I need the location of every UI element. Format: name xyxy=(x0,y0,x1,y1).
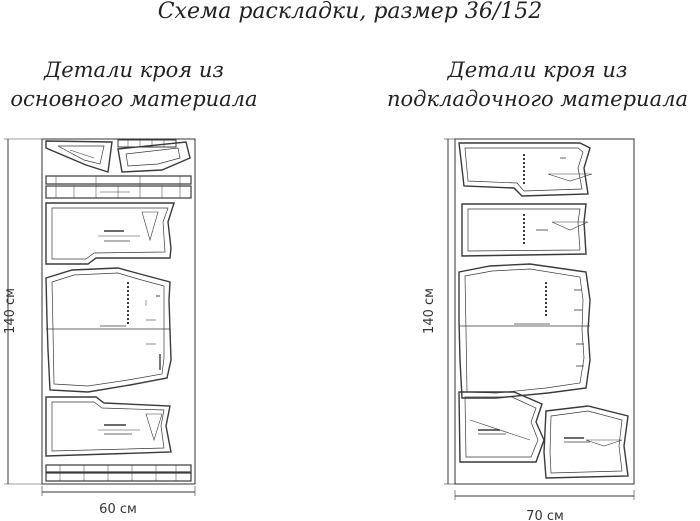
lining-outline xyxy=(454,138,635,485)
height-label: 140 см xyxy=(3,288,18,334)
diagram-title: Схема раскладки, размер 36/152 xyxy=(157,0,543,24)
pattern-piece-skirt-side xyxy=(45,396,172,457)
main-fabric-heading-line1: Детали кроя из xyxy=(44,58,224,82)
width-dimension: 70 см xyxy=(454,490,635,521)
lining-piece-back-upper xyxy=(458,142,593,197)
pattern-piece-waistband-top xyxy=(45,175,192,199)
pattern-piece-collar xyxy=(45,140,113,173)
width-label: 60 см xyxy=(99,502,137,517)
lining-height-label: 140 см xyxy=(422,288,437,334)
width-dimension: 60 см xyxy=(41,486,196,517)
pattern-piece-flap xyxy=(117,141,191,173)
main-fabric-panel: 140 см 60 см xyxy=(3,138,196,517)
pattern-piece-skirt-back xyxy=(45,202,175,265)
lining-piece-front xyxy=(458,263,591,399)
lining-piece-back-lower xyxy=(461,203,589,257)
lining-heading-line2: подкладочного материала xyxy=(387,87,688,111)
height-dimension: 140 см xyxy=(3,138,42,485)
pattern-piece-waistband-bottom xyxy=(45,464,192,482)
lining-width-label: 70 см xyxy=(526,509,564,521)
height-dimension: 140 см xyxy=(422,138,455,485)
main-fabric-heading: Детали кроя из основного материала xyxy=(0,56,268,114)
lining-piece-lower-left xyxy=(458,391,545,463)
main-fabric-heading-line2: основного материала xyxy=(10,87,258,111)
pattern-piece-skirt-front xyxy=(45,267,172,393)
lining-panel: 140 см 70 см xyxy=(422,138,635,521)
lining-piece-lower-right xyxy=(543,405,629,479)
lining-heading-line1: Детали кроя из xyxy=(447,58,628,82)
pattern-piece-small-strip xyxy=(117,139,177,148)
fabric-outline xyxy=(41,138,196,485)
lining-heading: Детали кроя из подкладочного материала xyxy=(375,56,700,114)
